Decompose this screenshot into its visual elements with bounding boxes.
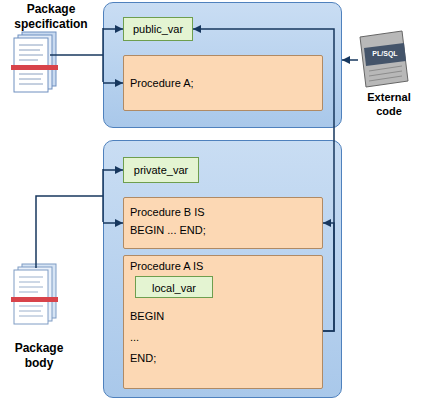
access-arrow	[323, 223, 334, 331]
access-arrow	[103, 222, 123, 224]
procedure-box: Procedure A IS BEGIN ... END; local_var	[123, 255, 323, 389]
procedure-box: Procedure B IS BEGIN ... END;	[123, 197, 323, 249]
document-sheet	[360, 31, 408, 87]
document-icon	[358, 30, 420, 90]
node-label: Procedure A IS	[130, 259, 203, 273]
node-label: public_var	[124, 22, 192, 36]
leader-line	[36, 196, 103, 268]
access-arrow	[103, 28, 123, 30]
document-line	[369, 71, 402, 76]
external-code-icon: PL/SQL External code	[358, 30, 420, 120]
node-label: Procedure B IS	[130, 205, 205, 219]
node-label: local_var	[136, 281, 212, 295]
node-label: Package specification	[1, 2, 101, 32]
document-lines	[369, 66, 402, 81]
spec-book-icon	[11, 32, 58, 92]
package-panel: Package bodyprivate_varProcedure B ISBEG…	[103, 140, 342, 398]
document-line	[369, 76, 402, 81]
node-body: BEGIN ... END;	[130, 223, 206, 237]
document-band	[364, 43, 406, 66]
node-body: External code	[358, 90, 420, 118]
access-arrow	[193, 29, 334, 331]
node-label: Procedure A;	[130, 76, 194, 90]
package-panel: Package specificationpublic_varProcedure…	[103, 2, 342, 128]
access-arrow	[103, 169, 123, 171]
leader-line	[50, 54, 103, 56]
variable-box: local_var	[135, 276, 213, 298]
node-body: BEGIN ... END;	[130, 306, 164, 369]
access-arrow	[103, 82, 123, 84]
body-book-icon	[11, 264, 58, 324]
node-label: Package body	[4, 341, 74, 371]
node-label: PL/SQL	[366, 49, 404, 58]
procedure-box: Procedure A;	[123, 55, 323, 111]
access-arrow	[342, 59, 358, 61]
document-line	[369, 66, 402, 71]
node-label: private_var	[124, 163, 198, 177]
variable-box: private_var	[123, 157, 199, 183]
leader-lines	[36, 28, 103, 268]
variable-box: public_var	[123, 17, 193, 41]
leader-line	[102, 28, 104, 82]
leader-line	[102, 169, 104, 222]
